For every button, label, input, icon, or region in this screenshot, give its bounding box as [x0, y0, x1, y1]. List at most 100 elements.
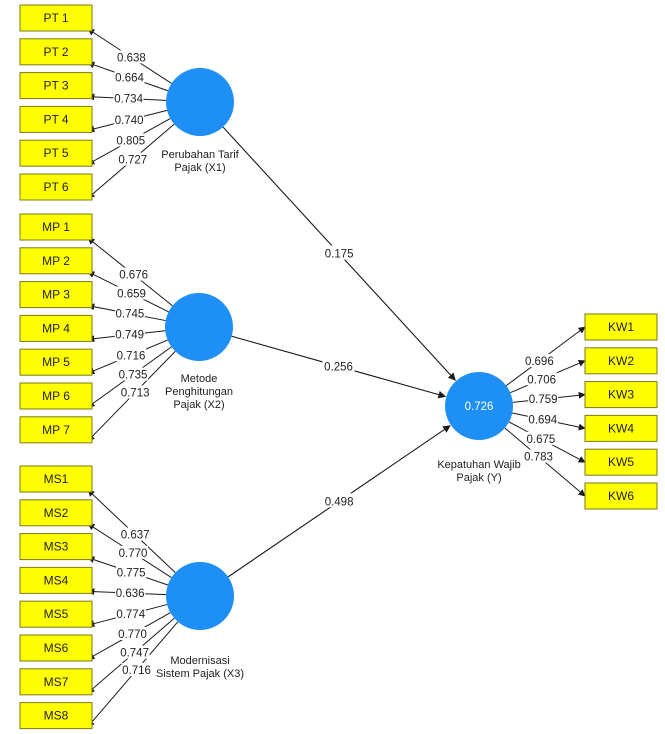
indicator-label: MS2: [44, 506, 69, 520]
latent-caption: Modernisasi: [170, 655, 229, 667]
latent-node-x1[interactable]: [166, 68, 234, 136]
indicator-box-pt3[interactable]: [19, 72, 93, 100]
indicator-box-pt5[interactable]: [19, 139, 93, 167]
indicator-box-mp7[interactable]: [19, 416, 93, 444]
loading-value: 0.727: [118, 155, 147, 167]
indicator-box-mp6[interactable]: [19, 382, 93, 410]
indicator-box-ms1[interactable]: [19, 465, 93, 493]
indicator-box-mp3[interactable]: [19, 281, 93, 309]
indicator-box-kw5[interactable]: [584, 448, 658, 476]
loading-value: 0.783: [524, 452, 553, 464]
indicator-box-ms8[interactable]: [19, 702, 93, 730]
indicator-box-ms6[interactable]: [19, 634, 93, 662]
loading-label-bg: [119, 645, 150, 659]
indicator-label: MP 5: [42, 355, 70, 369]
loading-value: 0.659: [117, 288, 146, 300]
loading-value: 0.770: [119, 548, 148, 560]
latent-caption: Sistem Pajak (X3): [156, 668, 244, 680]
loading-value: 0.676: [119, 270, 148, 282]
indicator-box-mp4[interactable]: [19, 314, 93, 342]
loading-label-bg: [524, 354, 555, 368]
latent-node-y[interactable]: [445, 372, 513, 440]
indicator-label: MP 6: [42, 389, 70, 403]
latent-node-x3[interactable]: [166, 562, 234, 630]
loading-label-bg: [114, 112, 145, 126]
loading-label-bg: [115, 133, 146, 147]
latent-caption: Penghitungan: [165, 386, 233, 398]
indicator-box-mp1[interactable]: [19, 213, 93, 241]
indicator-label: KW3: [608, 388, 634, 402]
indicator-label: MP 2: [42, 254, 70, 268]
indicator-box-pt4[interactable]: [19, 105, 93, 133]
loading-value: 0.759: [529, 394, 558, 406]
indicator-label: PT 5: [43, 146, 68, 160]
indicator-box-ms3[interactable]: [19, 533, 93, 561]
indicator-label: MS3: [44, 540, 69, 554]
indicator-label: KW5: [608, 455, 634, 469]
indicator-box-kw2[interactable]: [584, 347, 658, 375]
loading-value: 0.749: [115, 330, 144, 342]
latent-caption: Pajak (X1): [174, 162, 225, 174]
indicator-box-ms2[interactable]: [19, 499, 93, 527]
indicator-label: PT 2: [43, 45, 68, 59]
loading-label-bg: [118, 367, 149, 381]
loading-value: 0.664: [115, 72, 144, 84]
loading-value: 0.706: [527, 374, 556, 386]
r-squared-value: 0.726: [465, 401, 494, 413]
indicator-label: MS6: [44, 641, 69, 655]
loading-value: 0.694: [528, 414, 557, 426]
loading-label-bg: [525, 431, 556, 445]
indicator-box-mp5[interactable]: [19, 348, 93, 376]
loading-value: 0.774: [116, 609, 145, 621]
indicator-box-kw6[interactable]: [584, 482, 658, 510]
indicator-label: KW2: [608, 354, 634, 368]
indicator-label: PT 3: [43, 79, 68, 93]
loading-label-bg: [118, 545, 149, 559]
indicator-box-pt6[interactable]: [19, 173, 93, 201]
loading-label-bg: [526, 372, 557, 386]
loading-value: 0.716: [117, 350, 146, 362]
indicator-label: MP 3: [42, 288, 70, 302]
path-coefficient: 0.256: [324, 361, 353, 373]
loading-label-bg: [115, 607, 146, 621]
loading-value: 0.775: [117, 567, 146, 579]
indicator-label: MS1: [44, 472, 69, 486]
loading-label-bg: [120, 385, 151, 399]
latent-caption: Kepatuhan Wajib: [437, 459, 520, 471]
path-coef-bg: [322, 358, 355, 373]
latent-caption: Pajak (X2): [173, 399, 224, 411]
indicator-box-mp2[interactable]: [19, 247, 93, 275]
loading-label-bg: [116, 286, 147, 300]
loading-value: 0.735: [119, 370, 148, 382]
indicator-box-ms5[interactable]: [19, 600, 93, 628]
indicator-box-kw1[interactable]: [584, 313, 658, 341]
loading-value: 0.716: [122, 665, 151, 677]
loading-value: 0.713: [121, 387, 150, 399]
loading-value: 0.637: [121, 530, 150, 542]
loading-value: 0.745: [116, 309, 145, 321]
loading-label-bg: [528, 392, 559, 406]
loading-label-bg: [120, 527, 151, 541]
loading-label-bg: [116, 50, 147, 64]
indicator-label: MS8: [44, 709, 69, 723]
indicator-box-kw3[interactable]: [584, 381, 658, 409]
latent-caption: Perubahan Tarif: [161, 149, 239, 161]
indicator-box-ms4[interactable]: [19, 566, 93, 594]
indicator-label: PT 6: [43, 180, 68, 194]
indicator-box-pt1[interactable]: [19, 4, 93, 32]
latent-node-x2[interactable]: [165, 293, 233, 361]
loading-label-bg: [115, 348, 146, 362]
loading-label-bg: [114, 327, 145, 341]
path-coefficient: 0.498: [325, 496, 354, 508]
indicator-label: MP 4: [42, 321, 70, 335]
path-coefficient: 0.175: [325, 249, 354, 261]
indicator-label: KW6: [608, 489, 634, 503]
indicator-box-pt2[interactable]: [19, 38, 93, 66]
loading-label-bg: [523, 449, 554, 463]
latent-caption: Metode: [181, 373, 218, 385]
indicator-label: KW4: [608, 421, 634, 435]
loading-label-bg: [527, 412, 558, 426]
loading-value: 0.805: [116, 135, 145, 147]
indicator-box-kw4[interactable]: [584, 414, 658, 442]
indicator-box-ms7[interactable]: [19, 668, 93, 696]
